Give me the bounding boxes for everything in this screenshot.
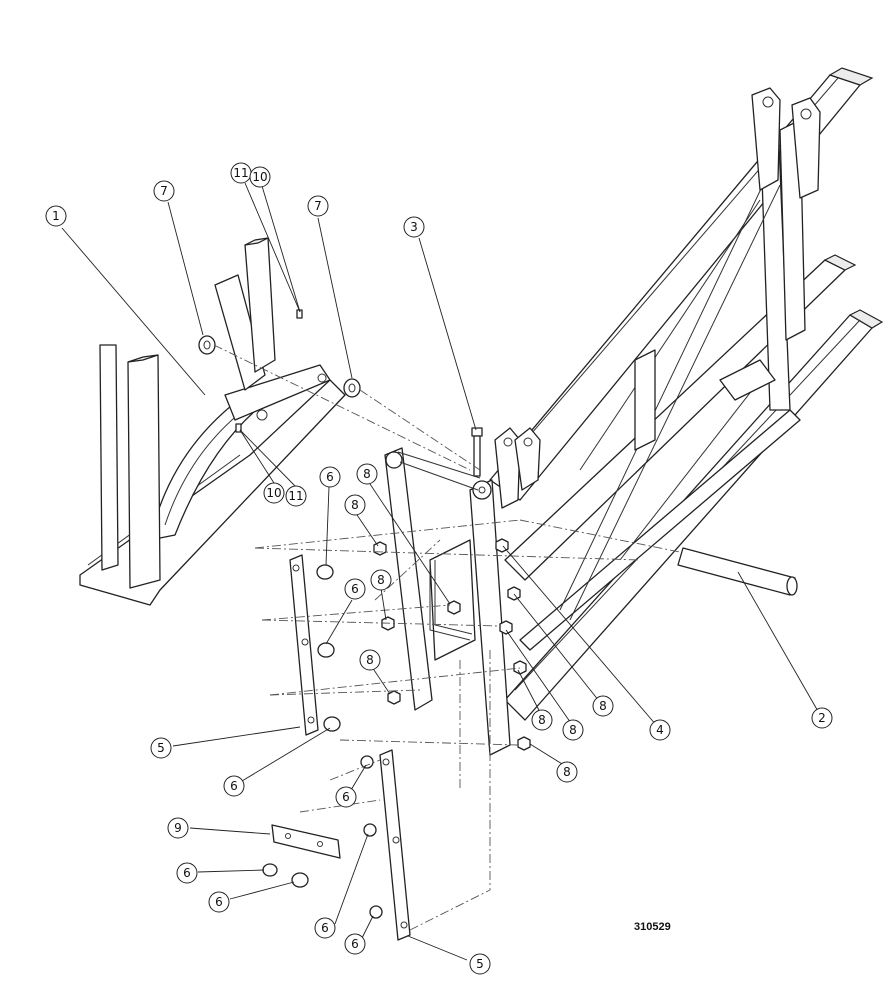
callout-8-left-upper: 8 bbox=[344, 494, 366, 516]
set-screws bbox=[235, 309, 303, 433]
callout-label: 3 bbox=[410, 220, 418, 234]
callout-label: 8 bbox=[366, 653, 374, 667]
callout-label: 5 bbox=[476, 957, 484, 971]
callout-label: 10 bbox=[252, 170, 267, 184]
callout-label: 6 bbox=[183, 866, 191, 880]
callout-6-center: 6 bbox=[335, 786, 357, 808]
callout-11-top: 11 bbox=[230, 162, 252, 184]
callout-8-left-lower: 8 bbox=[359, 649, 381, 671]
callout-6-left: 6 bbox=[223, 775, 245, 797]
plate-part-9 bbox=[271, 824, 341, 859]
bolt-part-3 bbox=[471, 427, 483, 477]
callout-2: 2 bbox=[811, 707, 833, 729]
callout-label: 8 bbox=[351, 498, 359, 512]
callout-8-right-c: 8 bbox=[592, 695, 614, 717]
callout-8-right-d: 8 bbox=[556, 761, 578, 783]
callout-label: 10 bbox=[266, 486, 281, 500]
callout-label: 9 bbox=[174, 821, 182, 835]
callout-label: 6 bbox=[326, 470, 334, 484]
callout-label: 1 bbox=[52, 209, 60, 223]
leader-lines bbox=[61, 182, 820, 961]
callout-label: 4 bbox=[656, 723, 664, 737]
callout-label: 6 bbox=[321, 921, 329, 935]
callout-label: 6 bbox=[342, 790, 350, 804]
callout-8-center: 8 bbox=[356, 463, 378, 485]
cradle-part-1 bbox=[79, 237, 346, 606]
callout-7-right: 7 bbox=[307, 195, 329, 217]
callout-4: 4 bbox=[649, 719, 671, 741]
callout-5-upper: 5 bbox=[150, 737, 172, 759]
callout-6-plate-right: 6 bbox=[208, 891, 230, 913]
callout-label: 8 bbox=[569, 723, 577, 737]
callout-label: 7 bbox=[160, 184, 168, 198]
callout-label: 8 bbox=[377, 573, 385, 587]
mount-bracket bbox=[384, 447, 511, 756]
carriage-bolts bbox=[262, 564, 383, 919]
callout-3: 3 bbox=[403, 216, 425, 238]
callout-1: 1 bbox=[45, 205, 67, 227]
callout-11-bottom: 11 bbox=[285, 485, 307, 507]
callout-label: 6 bbox=[351, 937, 359, 951]
callout-10-bottom: 10 bbox=[263, 482, 285, 504]
callout-label: 7 bbox=[314, 199, 322, 213]
callout-8-left-mid: 8 bbox=[370, 569, 392, 591]
callout-label: 5 bbox=[157, 741, 165, 755]
figure-number: 310529 bbox=[634, 921, 671, 933]
callout-8-right-b: 8 bbox=[562, 719, 584, 741]
callout-label: 6 bbox=[230, 779, 238, 793]
callout-6-plate-left: 6 bbox=[176, 862, 198, 884]
callout-6-mid: 6 bbox=[344, 578, 366, 600]
callout-label: 8 bbox=[563, 765, 571, 779]
callout-6-upper: 6 bbox=[319, 466, 341, 488]
boom-frame bbox=[429, 67, 884, 721]
callout-label: 11 bbox=[233, 166, 248, 180]
callout-label: 6 bbox=[215, 895, 223, 909]
callout-6-lower: 6 bbox=[314, 917, 336, 939]
callout-label: 11 bbox=[288, 489, 303, 503]
callout-label: 8 bbox=[599, 699, 607, 713]
callout-label: 6 bbox=[351, 582, 359, 596]
callout-8-right-a: 8 bbox=[531, 709, 553, 731]
callout-label: 8 bbox=[538, 713, 546, 727]
strap-parts-5 bbox=[289, 554, 411, 941]
callout-9: 9 bbox=[167, 817, 189, 839]
callout-6-bottom: 6 bbox=[344, 933, 366, 955]
callout-5-lower: 5 bbox=[469, 953, 491, 975]
callout-label: 8 bbox=[363, 467, 371, 481]
bushings bbox=[198, 335, 361, 398]
assembly-centerlines bbox=[213, 344, 681, 931]
callout-label: 2 bbox=[818, 711, 826, 725]
pivot-pin-part-2 bbox=[677, 547, 798, 596]
callout-7-left: 7 bbox=[153, 180, 175, 202]
callout-10-top: 10 bbox=[249, 166, 271, 188]
